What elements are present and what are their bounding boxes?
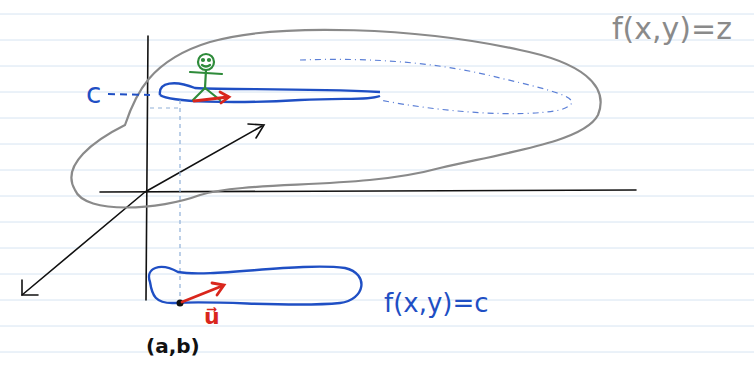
level-curve-equation: f(x,y)=c xyxy=(384,290,489,316)
point-label: (a,b) xyxy=(146,336,200,356)
level-value: c xyxy=(86,80,101,108)
surface-equation: f(x,y)=z xyxy=(612,14,732,44)
vector-label: u⃗ xyxy=(204,306,220,328)
